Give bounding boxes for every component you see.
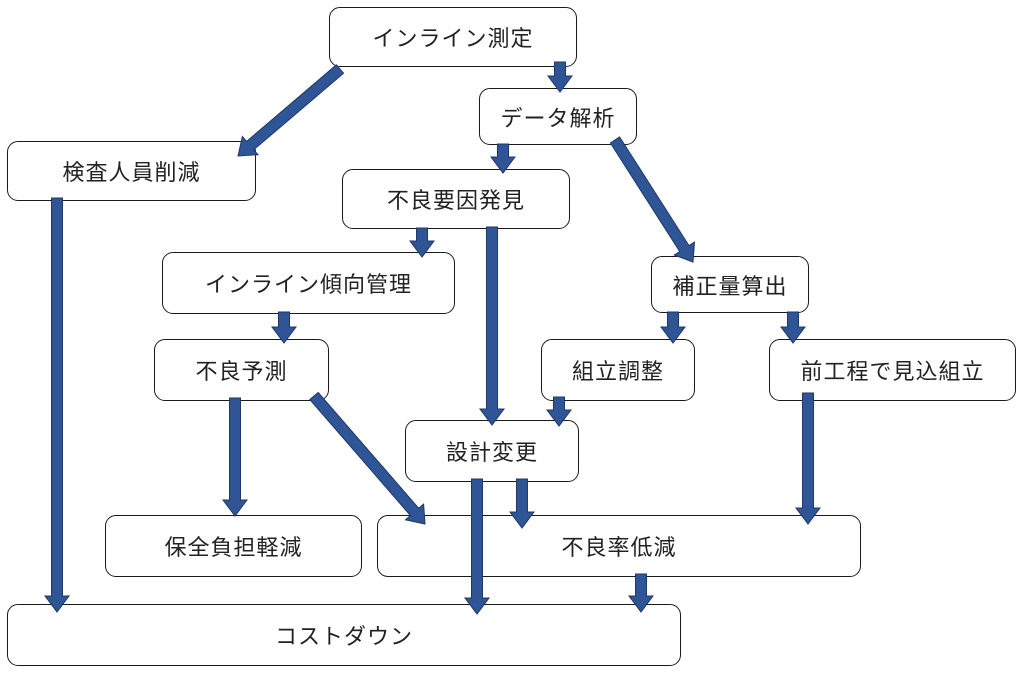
node-assembly-adjustment: 組立調整 bbox=[541, 339, 695, 401]
node-defect-prediction: 不良予測 bbox=[154, 339, 329, 401]
node-cost-down: コストダウン bbox=[7, 604, 681, 666]
node-label: 検査人員削減 bbox=[62, 161, 201, 186]
node-label: 不良予測 bbox=[195, 360, 288, 385]
arrow-prediction-to-maintenance bbox=[222, 397, 248, 517]
node-label: 不良要因発見 bbox=[386, 189, 525, 214]
node-label: インライン傾向管理 bbox=[204, 273, 412, 298]
node-label: 補正量算出 bbox=[672, 274, 788, 300]
node-correction-calculation: 補正量算出 bbox=[651, 256, 809, 313]
node-label: コストダウン bbox=[274, 625, 413, 650]
node-label: データ解析 bbox=[500, 106, 616, 132]
node-pre-process-assembly: 前工程で見込組立 bbox=[769, 339, 1016, 401]
node-label: インライン測定 bbox=[372, 27, 534, 52]
arrow-analysis-to-correction bbox=[609, 136, 696, 263]
node-defect-cause-discovery: 不良要因発見 bbox=[342, 169, 570, 229]
node-design-change: 設計変更 bbox=[405, 420, 579, 482]
node-data-analysis: データ解析 bbox=[479, 88, 637, 145]
arrow-inspector-to-cost bbox=[44, 197, 70, 613]
node-label: 設計変更 bbox=[445, 441, 538, 466]
arrow-preprocess-to-defect-rate bbox=[795, 392, 821, 525]
node-inline-trend-management: インライン傾向管理 bbox=[162, 252, 455, 314]
node-defect-rate-reduction: 不良率低減 bbox=[377, 515, 861, 577]
node-label: 前工程で見込組立 bbox=[800, 360, 985, 385]
arrow-cause-to-design bbox=[479, 226, 505, 426]
arrow-measure-to-inspector bbox=[237, 64, 345, 157]
node-inline-measurement: インライン測定 bbox=[329, 7, 577, 67]
node-label: 組立調整 bbox=[571, 360, 664, 385]
node-label: 保全負担軽減 bbox=[164, 536, 303, 561]
node-inspector-reduction: 検査人員削減 bbox=[7, 141, 256, 201]
node-label: 不良率低減 bbox=[561, 536, 677, 561]
node-maintenance-reduction: 保全負担軽減 bbox=[105, 515, 362, 577]
